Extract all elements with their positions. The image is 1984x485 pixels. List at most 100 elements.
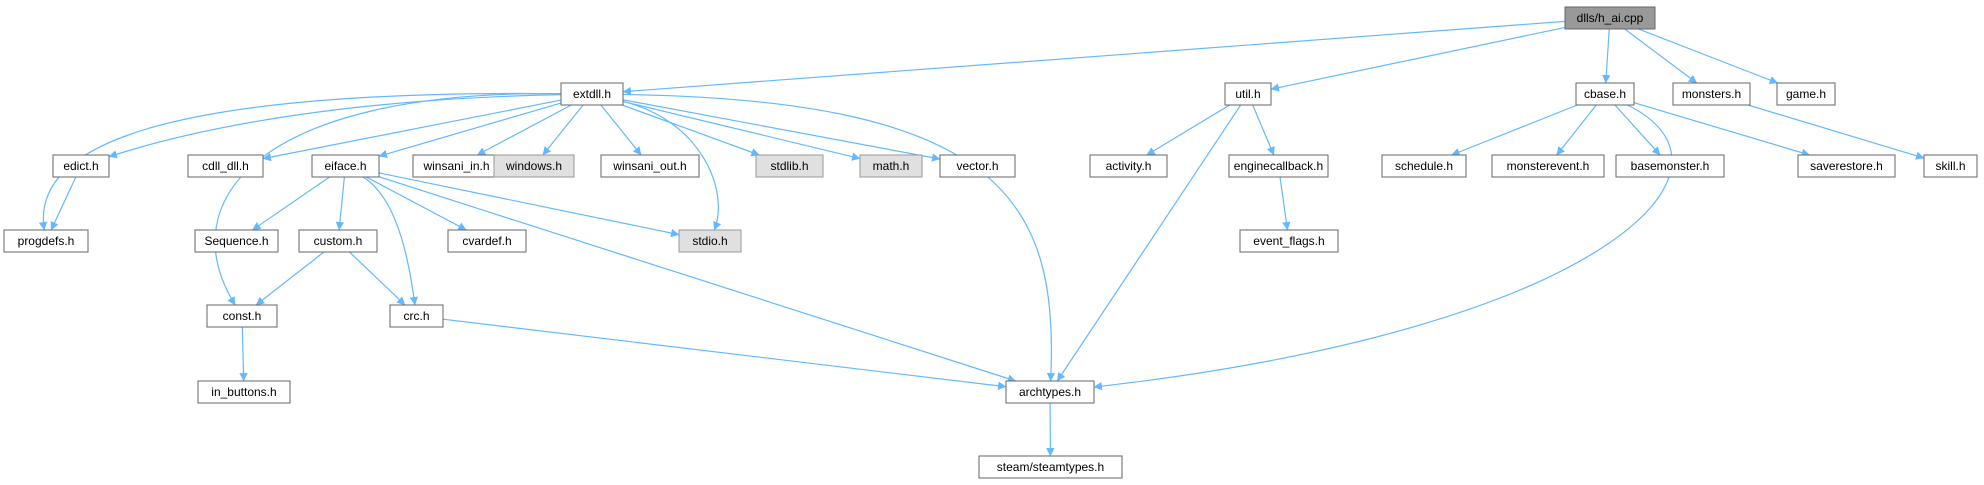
node-box xyxy=(1564,6,1656,30)
node-label: edict.h xyxy=(63,159,98,173)
node-label: basemonster.h xyxy=(1631,159,1710,173)
node-saverestore[interactable]: saverestore.h xyxy=(1797,154,1896,178)
node-box xyxy=(755,154,824,178)
node-monsters[interactable]: monsters.h xyxy=(1672,82,1751,106)
node-schedule[interactable]: schedule.h xyxy=(1381,154,1467,178)
edge-eiface-to-cvardef xyxy=(365,176,467,231)
node-monsterevent[interactable]: monsterevent.h xyxy=(1491,154,1605,178)
edge-cbase-to-basemonster xyxy=(1614,104,1661,156)
edge-eiface-to-crc xyxy=(362,176,418,306)
node-const[interactable]: const.h xyxy=(206,304,278,328)
edge-extdll-to-vector xyxy=(622,99,941,162)
node-box xyxy=(1224,82,1272,106)
node-label: custom.h xyxy=(314,234,363,248)
edge-root-to-monsters xyxy=(1624,28,1698,84)
node-box xyxy=(600,154,700,178)
node-custom[interactable]: custom.h xyxy=(298,229,378,253)
edge-extdll-to-stdlib xyxy=(621,104,760,157)
node-label: cdll_dll.h xyxy=(202,159,249,173)
edge-util-to-archtypes xyxy=(1056,104,1242,382)
node-box xyxy=(560,82,624,106)
node-archtypes[interactable]: archtypes.h xyxy=(1005,380,1095,404)
edge-cbase-to-archtypes xyxy=(1093,104,1673,391)
edge-cbase-to-saverestore xyxy=(1633,102,1811,157)
node-label: event_flags.h xyxy=(1253,234,1324,248)
edge-const-to-in_buttons xyxy=(239,326,248,382)
edge-extdll-to-progdefs xyxy=(38,92,562,231)
node-cvardef[interactable]: cvardef.h xyxy=(447,229,527,253)
node-label: saverestore.h xyxy=(1810,159,1883,173)
node-label: steam/steamtypes.h xyxy=(997,460,1104,474)
node-label: crc.h xyxy=(403,309,429,323)
node-label: game.h xyxy=(1786,87,1826,101)
edge-eiface-to-archtypes xyxy=(378,176,1017,383)
edge-eiface-to-custom xyxy=(335,176,345,231)
node-box xyxy=(298,229,378,253)
node-extdll[interactable]: extdll.h xyxy=(560,82,624,106)
node-label: extdll.h xyxy=(573,87,611,101)
node-edict[interactable]: edict.h xyxy=(52,154,110,178)
node-cdll_dll[interactable]: cdll_dll.h xyxy=(187,154,264,178)
edge-custom-to-crc xyxy=(349,251,406,306)
edge-monsters-to-skill xyxy=(1747,104,1925,160)
edge-extdll-to-winsani_out xyxy=(600,104,642,156)
edge-util-to-enginecallback xyxy=(1252,104,1275,156)
node-box xyxy=(1615,154,1725,178)
node-label: activity.h xyxy=(1106,159,1152,173)
node-label: enginecallback.h xyxy=(1234,159,1323,173)
node-sequence[interactable]: Sequence.h xyxy=(194,229,279,253)
node-windows[interactable]: windows.h xyxy=(493,154,575,178)
edge-custom-to-const xyxy=(255,251,325,306)
node-enginecallback[interactable]: enginecallback.h xyxy=(1228,154,1329,178)
node-winsani_in[interactable]: winsani_in.h xyxy=(412,154,501,178)
edge-cbase-to-schedule xyxy=(1451,104,1578,156)
node-winsani_out[interactable]: winsani_out.h xyxy=(600,154,700,178)
node-steamtypes[interactable]: steam/steamtypes.h xyxy=(978,455,1123,479)
node-skill[interactable]: skill.h xyxy=(1923,154,1978,178)
edge-extdll-to-math xyxy=(622,100,861,161)
node-activity[interactable]: activity.h xyxy=(1089,154,1168,178)
node-game[interactable]: game.h xyxy=(1776,82,1836,106)
edge-root-to-extdll xyxy=(622,20,1566,96)
node-progdefs[interactable]: progdefs.h xyxy=(3,229,89,253)
node-event_flags[interactable]: event_flags.h xyxy=(1239,229,1339,253)
node-box xyxy=(52,154,110,178)
node-label: skill.h xyxy=(1935,159,1965,173)
node-label: stdlib.h xyxy=(770,159,808,173)
node-box xyxy=(187,154,264,178)
node-math[interactable]: math.h xyxy=(859,154,923,178)
edge-root-to-cbase xyxy=(1602,28,1611,84)
node-label: windows.h xyxy=(505,159,562,173)
edge-extdll-to-cdll_dll xyxy=(262,99,562,162)
node-root[interactable]: dlls/h_ai.cpp xyxy=(1564,6,1656,30)
node-vector[interactable]: vector.h xyxy=(939,154,1016,178)
node-label: progdefs.h xyxy=(18,234,75,248)
node-in_buttons[interactable]: in_buttons.h xyxy=(197,380,291,404)
node-stdio[interactable]: stdio.h xyxy=(678,229,742,253)
node-box xyxy=(311,154,380,178)
node-eiface[interactable]: eiface.h xyxy=(311,154,380,178)
edge-enginecallback-to-event_flags xyxy=(1279,176,1291,231)
nodes-layer: dlls/h_ai.cpp extdll.h util.h cbase.h monste… xyxy=(3,6,1978,479)
node-stdlib[interactable]: stdlib.h xyxy=(755,154,824,178)
node-cbase[interactable]: cbase.h xyxy=(1575,82,1635,106)
node-box xyxy=(3,229,89,253)
edge-eiface-to-stdio xyxy=(378,172,680,238)
node-box xyxy=(939,154,1016,178)
node-label: monsterevent.h xyxy=(1507,159,1590,173)
node-box xyxy=(1776,82,1836,106)
node-box xyxy=(447,229,527,253)
node-label: const.h xyxy=(223,309,262,323)
node-label: cbase.h xyxy=(1584,87,1626,101)
node-crc[interactable]: crc.h xyxy=(389,304,444,328)
edge-crc-to-archtypes xyxy=(442,318,1007,390)
node-box xyxy=(493,154,575,178)
node-box xyxy=(1239,229,1339,253)
node-util[interactable]: util.h xyxy=(1224,82,1272,106)
node-box xyxy=(194,229,279,253)
edge-extdll-to-winsani_in xyxy=(476,104,572,156)
node-label: stdio.h xyxy=(692,234,727,248)
node-basemonster[interactable]: basemonster.h xyxy=(1615,154,1725,178)
node-label: Sequence.h xyxy=(204,234,268,248)
